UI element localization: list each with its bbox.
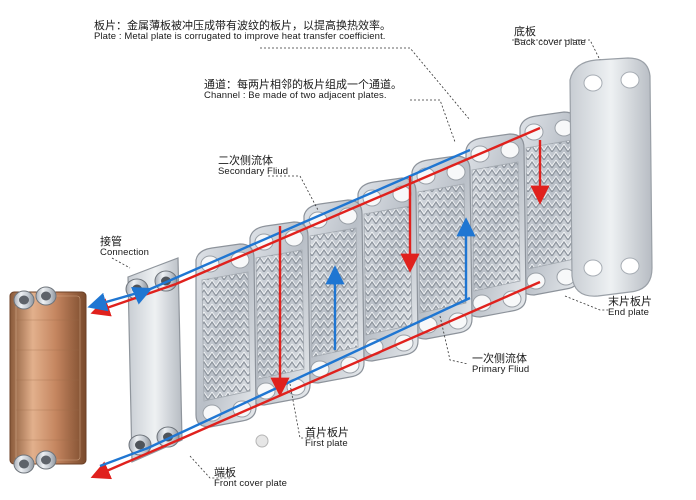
primary-flow-inlet-lower	[90, 439, 177, 480]
corrugated-plate	[411, 155, 473, 340]
label-plate: 板片：金属薄板被冲压成带有波纹的板片，以提高换热效率。 Plate : Meta…	[94, 19, 391, 43]
back-cover-plate	[569, 57, 653, 297]
gasket-bead	[255, 434, 269, 448]
primary-flow-lower	[175, 280, 541, 443]
corrugated-plate	[357, 177, 419, 362]
primary-flow-upper	[175, 126, 541, 286]
corrugated-plate	[465, 133, 527, 318]
label-front-cover-plate: 端板 Front cover plate	[214, 466, 287, 490]
label-connection: 接管 Connection	[100, 235, 150, 259]
secondary-flow-lower	[147, 296, 471, 450]
label-channel: 通道：每两片相邻的板片组成一个通道。 Channel : Be made of …	[204, 78, 402, 102]
label-back-cover-plate: 底板 Back cover plate	[514, 25, 586, 49]
label-secondary-fluid: 二次侧流体 Secondary Fliud	[218, 154, 289, 178]
assembled-unit-image	[9, 286, 87, 474]
label-primary-fluid: 一次侧流体 Primary Fliud	[472, 352, 530, 376]
secondary-flow-upper	[130, 148, 471, 305]
secondary-flow-outlet	[87, 288, 149, 312]
label-first-plate: 首片板片 First plate	[305, 426, 349, 450]
corrugated-plate	[519, 111, 581, 296]
flow-lines	[87, 126, 550, 480]
leader-lines	[111, 39, 610, 479]
label-end-plate: 末片板片 End plate	[608, 295, 652, 319]
corrugated-plate	[195, 243, 257, 428]
corrugated-plates	[195, 111, 581, 428]
secondary-flow-inlet	[99, 446, 149, 468]
